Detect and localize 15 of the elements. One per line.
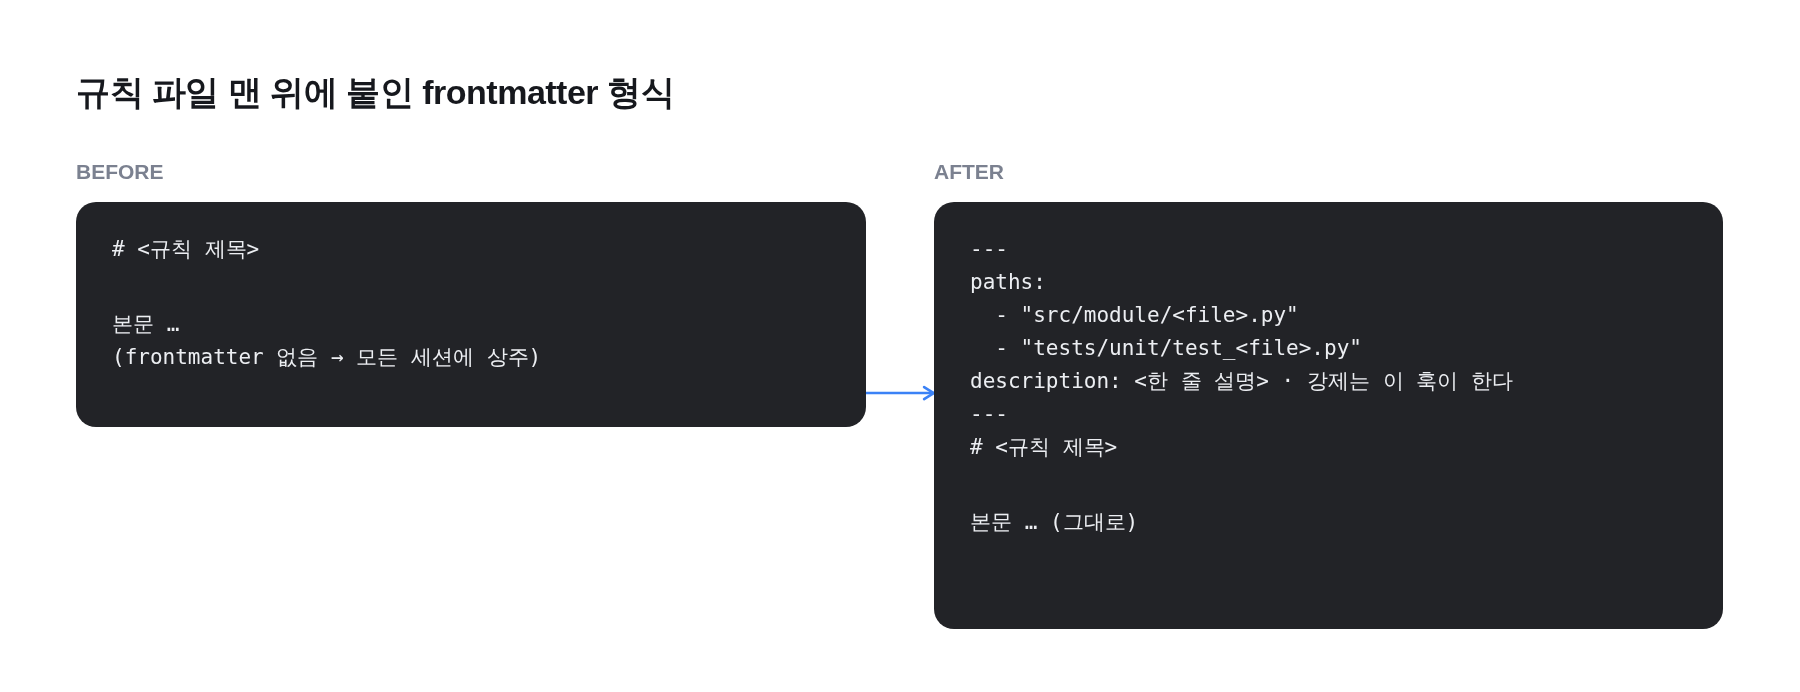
code-line: --- [970, 402, 1008, 426]
code-line: paths: [970, 270, 1046, 294]
code-line: 본문 … (그대로) [970, 510, 1139, 534]
code-line: 본문 … [112, 312, 180, 336]
section-label: AFTER [934, 160, 1004, 184]
arrow [866, 386, 935, 400]
section-label: BEFORE [76, 160, 164, 184]
code-line: --- [970, 237, 1008, 261]
code-line: # <규칙 제목> [112, 237, 260, 261]
code-line: description: <한 줄 설명> · 강제는 이 훅이 한다 [970, 369, 1513, 393]
code-line: - "tests/unit/test_<file>.py" [994, 336, 1362, 360]
code-line: # <규칙 제목> [970, 435, 1118, 459]
code-line: (frontmatter 없음 → 모든 세션에 상주) [112, 345, 542, 369]
diagram-title: 규칙 파일 맨 위에 붙인 frontmatter 형식 [76, 72, 675, 113]
code-line: - "src/module/<file>.py" [994, 303, 1299, 327]
